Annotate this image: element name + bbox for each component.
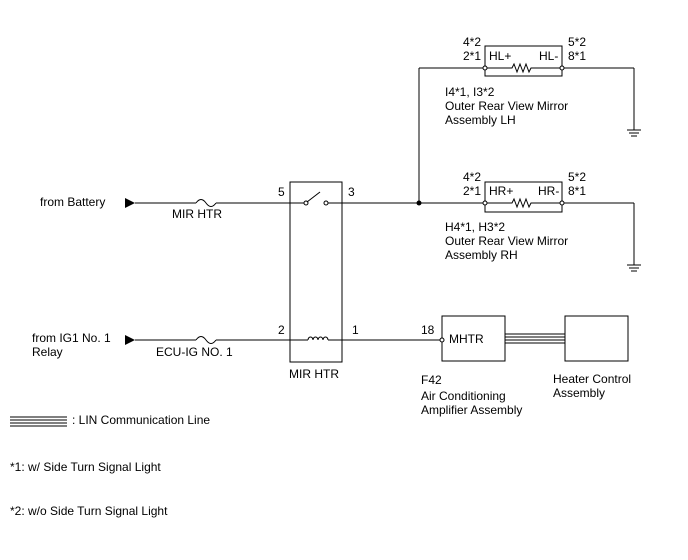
mirror-rh-code: H4*1, H3*2	[445, 220, 505, 234]
relay-coil-icon	[290, 336, 342, 341]
mirror-rh-name-line2: Assembly RH	[445, 248, 518, 262]
mirror-lh: HL+ HL- 4*2 2*1 5*2 8*1 I4*1, I3*2 Outer…	[445, 35, 586, 127]
heater-control-name-line1: Heater Control	[553, 372, 631, 386]
ground-icon-rh	[627, 264, 641, 272]
mirror-rh-pin-left-a: 4*2	[463, 170, 481, 184]
fuse-icon-ecu-ig	[195, 336, 217, 344]
source-battery: from Battery	[40, 195, 105, 209]
input-arrow-ig1	[125, 335, 135, 345]
fuse-label-ecu-ig: ECU-IG NO. 1	[156, 345, 233, 359]
relay-switch-icon	[290, 191, 342, 206]
relay-pin-3: 3	[348, 185, 355, 199]
input-arrow-battery	[125, 198, 135, 208]
mirror-lh-pin-right-a: 5*2	[568, 35, 586, 49]
mirror-lh-term-plus: HL+	[489, 49, 511, 63]
amplifier: 18 MHTR F42 Air Conditioning Amplifier A…	[421, 315, 522, 417]
mirror-rh-term-minus: HR-	[538, 184, 559, 198]
source-ig1-line1: from IG1 No. 1	[32, 331, 111, 345]
mirror-rh-heater-resistor-icon	[487, 197, 560, 209]
mirror-rh: HR+ HR- 4*2 2*1 5*2 8*1 H4*1, H3*2 Outer…	[445, 170, 586, 262]
amplifier-name-line2: Amplifier Assembly	[421, 403, 522, 417]
lin-communication-line	[505, 333, 565, 344]
mirror-lh-name-line1: Outer Rear View Mirror	[445, 99, 568, 113]
mirror-rh-pin-right-b: 8*1	[568, 184, 586, 198]
amplifier-pin: 18	[421, 323, 435, 337]
ground-icon-lh	[627, 129, 641, 137]
relay-pin-2: 2	[278, 323, 285, 337]
mirror-lh-name-line2: Assembly LH	[445, 113, 516, 127]
mirror-rh-pin-right-a: 5*2	[568, 170, 586, 184]
relay-pin-5: 5	[278, 185, 285, 199]
fuse-icon-mir-htr	[195, 199, 217, 207]
source-ig1-line2: Relay	[32, 345, 63, 359]
mirror-lh-pin-left-a: 4*2	[463, 35, 481, 49]
amplifier-code: F42	[421, 373, 442, 387]
fuse-label-mir-htr: MIR HTR	[172, 207, 222, 221]
heater-control-box	[564, 315, 629, 362]
mirror-rh-box	[484, 181, 563, 213]
mirror-rh-name-line1: Outer Rear View Mirror	[445, 234, 568, 248]
amplifier-name-line1: Air Conditioning	[421, 389, 506, 403]
heater-control-name-line2: Assembly	[553, 386, 605, 400]
relay-box	[289, 181, 343, 363]
mirror-lh-code: I4*1, I3*2	[445, 85, 495, 99]
relay-label: MIR HTR	[289, 367, 339, 381]
legend-lin-label: : LIN Communication Line	[72, 413, 210, 427]
legend-note-2: *2: w/o Side Turn Signal Light	[10, 504, 168, 518]
amplifier-box	[441, 315, 506, 362]
mirror-rh-pin-left-b: 2*1	[463, 184, 481, 198]
mirror-lh-term-minus: HL-	[539, 49, 558, 63]
amplifier-term: MHTR	[449, 332, 484, 346]
legend-note-1: *1: w/ Side Turn Signal Light	[10, 460, 161, 474]
relay-pin-1: 1	[352, 323, 359, 337]
mirror-lh-pin-left-b: 2*1	[463, 49, 481, 63]
mirror-lh-heater-resistor-icon	[487, 62, 560, 74]
mirror-rh-term-plus: HR+	[489, 184, 513, 198]
mirror-lh-pin-right-b: 8*1	[568, 49, 586, 63]
legend-lin-symbol	[10, 416, 67, 427]
